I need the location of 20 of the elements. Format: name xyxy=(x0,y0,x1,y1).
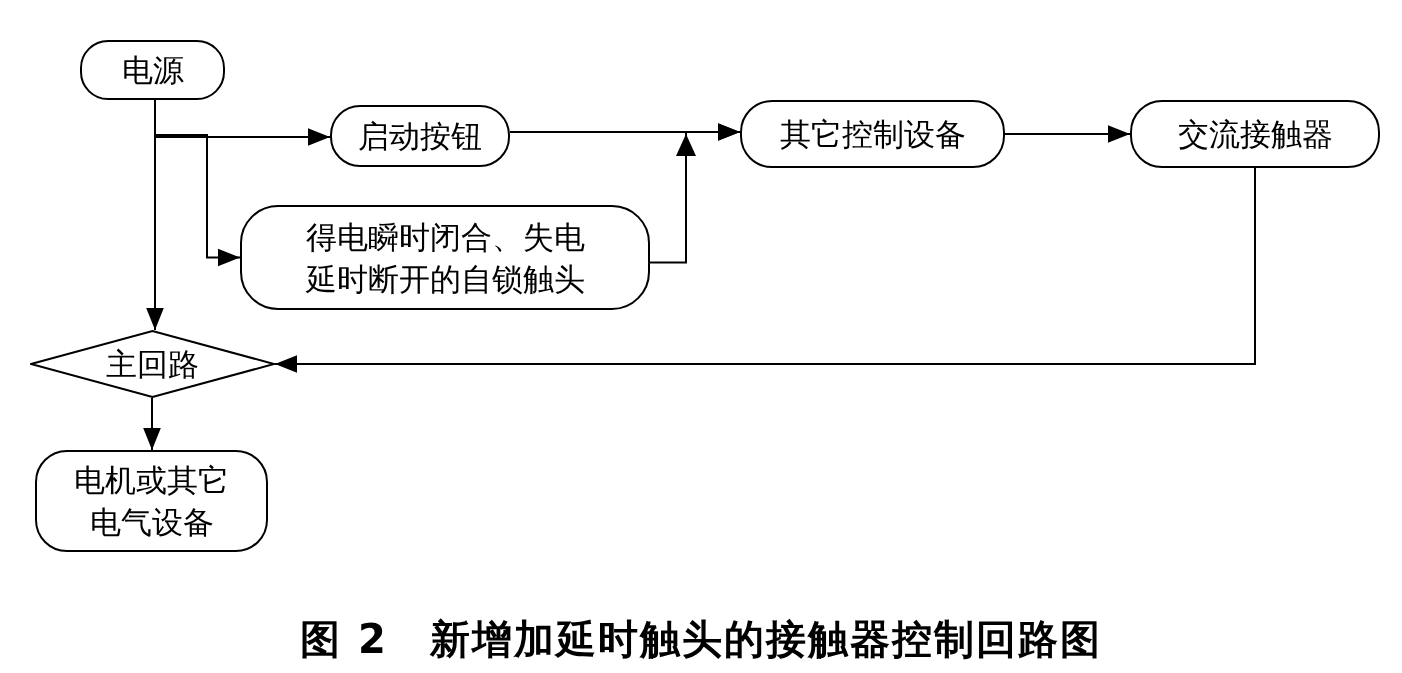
process-box xyxy=(1130,100,1380,168)
box-label: 其它控制设备 xyxy=(779,115,966,154)
box-label: 电机或其它电气设备 xyxy=(73,461,230,542)
process-box xyxy=(240,205,650,310)
box-label: 交流接触器 xyxy=(1177,115,1333,154)
box-label: 电源 xyxy=(121,51,184,90)
arrow xyxy=(1004,125,1131,143)
decision-diamond xyxy=(30,330,275,398)
process-box xyxy=(330,105,510,167)
process-box xyxy=(80,40,225,100)
caption: 图 2 新增加延时触头的接触器控制回路图 xyxy=(300,616,1102,662)
process-box xyxy=(35,450,268,552)
arrow xyxy=(274,167,1256,373)
box-label: 得电瞬时闭合、失电延时断开的自锁触头 xyxy=(304,217,586,299)
box-label: 启动按钮 xyxy=(358,117,482,156)
process-box xyxy=(740,100,1005,168)
arrow xyxy=(143,397,161,451)
arrow xyxy=(649,123,741,264)
arrow xyxy=(146,99,164,331)
box-label: 主回路 xyxy=(106,345,199,384)
